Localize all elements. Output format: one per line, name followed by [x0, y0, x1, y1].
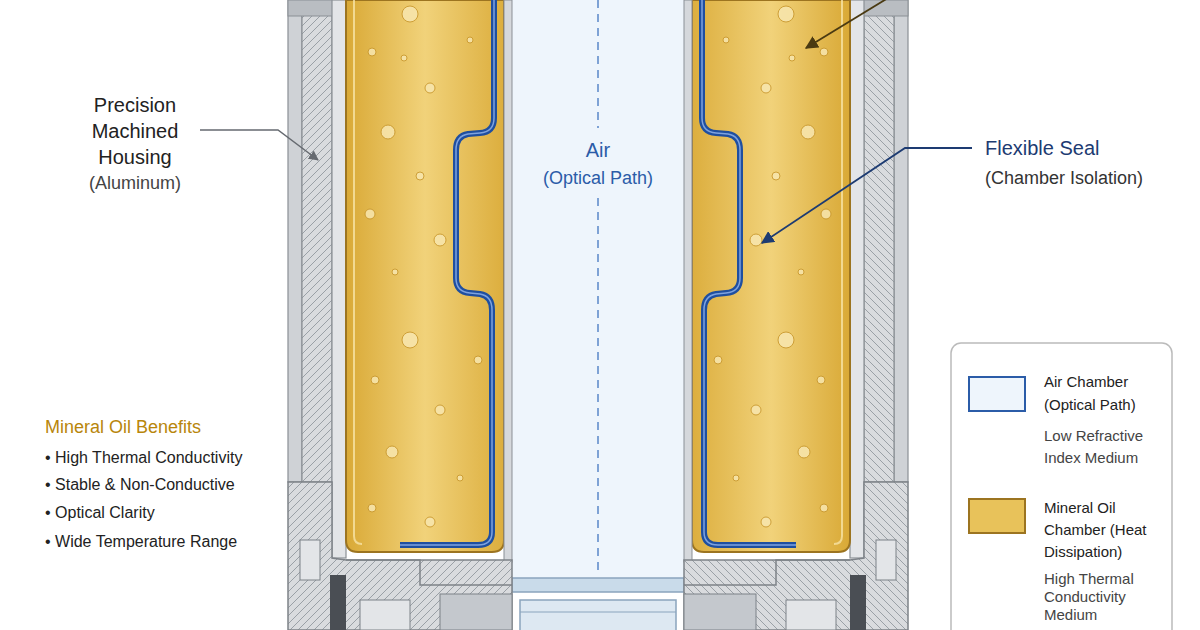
label-slot: Mineral Oil Benefits [45, 416, 201, 438]
label-slot: • Stable & Non-Conductive [45, 475, 235, 495]
bullet-item: • Wide Temperature Range [45, 532, 237, 552]
legend-swatch [968, 376, 1026, 412]
label-slot: Mineral Oil Chamber (Heat Dissipation) [1044, 497, 1170, 563]
lens-line [520, 612, 676, 613]
label-slot: High Thermal Conductivity Medium [1044, 570, 1170, 624]
legend-frame [951, 343, 1172, 630]
part-sublabel: (Chamber Isolation) [985, 167, 1143, 189]
housing-half [288, 0, 512, 630]
legend-description: Low Refractive Index Medium [1044, 425, 1170, 469]
label-slot: (Aluminum) [65, 172, 205, 194]
bullet-item: • Optical Clarity [45, 503, 155, 523]
chamber-label: Air [518, 138, 678, 162]
leader-line [806, 0, 888, 48]
label-slot: (Optical Path) [518, 167, 678, 189]
label-slot: Air [518, 138, 678, 162]
optical-axis [597, 0, 599, 128]
legend-label: Air Chamber (Optical Path) [1044, 370, 1170, 416]
optical-window [512, 578, 684, 592]
label-slot: • Optical Clarity [45, 503, 155, 523]
lens-element [520, 600, 676, 630]
leader-line [762, 148, 972, 243]
label-slot: (Chamber Isolation) [985, 167, 1143, 189]
label-slot: Low Refractive Index Medium [1044, 425, 1170, 469]
housing-half-mirror [684, 0, 908, 630]
label-slot: Precision Machined Housing [65, 92, 205, 170]
legend-label: Mineral Oil Chamber (Heat Dissipation) [1044, 497, 1170, 563]
chamber-sublabel: (Optical Path) [518, 167, 678, 189]
part-label: Flexible Seal [985, 136, 1100, 160]
part-sublabel: (Aluminum) [65, 172, 205, 194]
air-chamber [512, 0, 684, 580]
legend-description: High Thermal Conductivity Medium [1044, 570, 1170, 624]
bullet-item: • Stable & Non-Conductive [45, 475, 235, 495]
label-slot: Air Chamber (Optical Path) [1044, 370, 1170, 416]
label-slot: • Wide Temperature Range [45, 532, 237, 552]
leader-line [200, 130, 318, 160]
bullet-item: • High Thermal Conductivity [45, 448, 242, 468]
part-label: Precision Machined Housing [65, 92, 205, 170]
label-slot: • High Thermal Conductivity [45, 448, 242, 468]
notes-heading: Mineral Oil Benefits [45, 416, 201, 438]
legend-swatch [968, 498, 1026, 534]
optical-axis [597, 198, 599, 572]
label-slot: Flexible Seal [985, 136, 1100, 160]
